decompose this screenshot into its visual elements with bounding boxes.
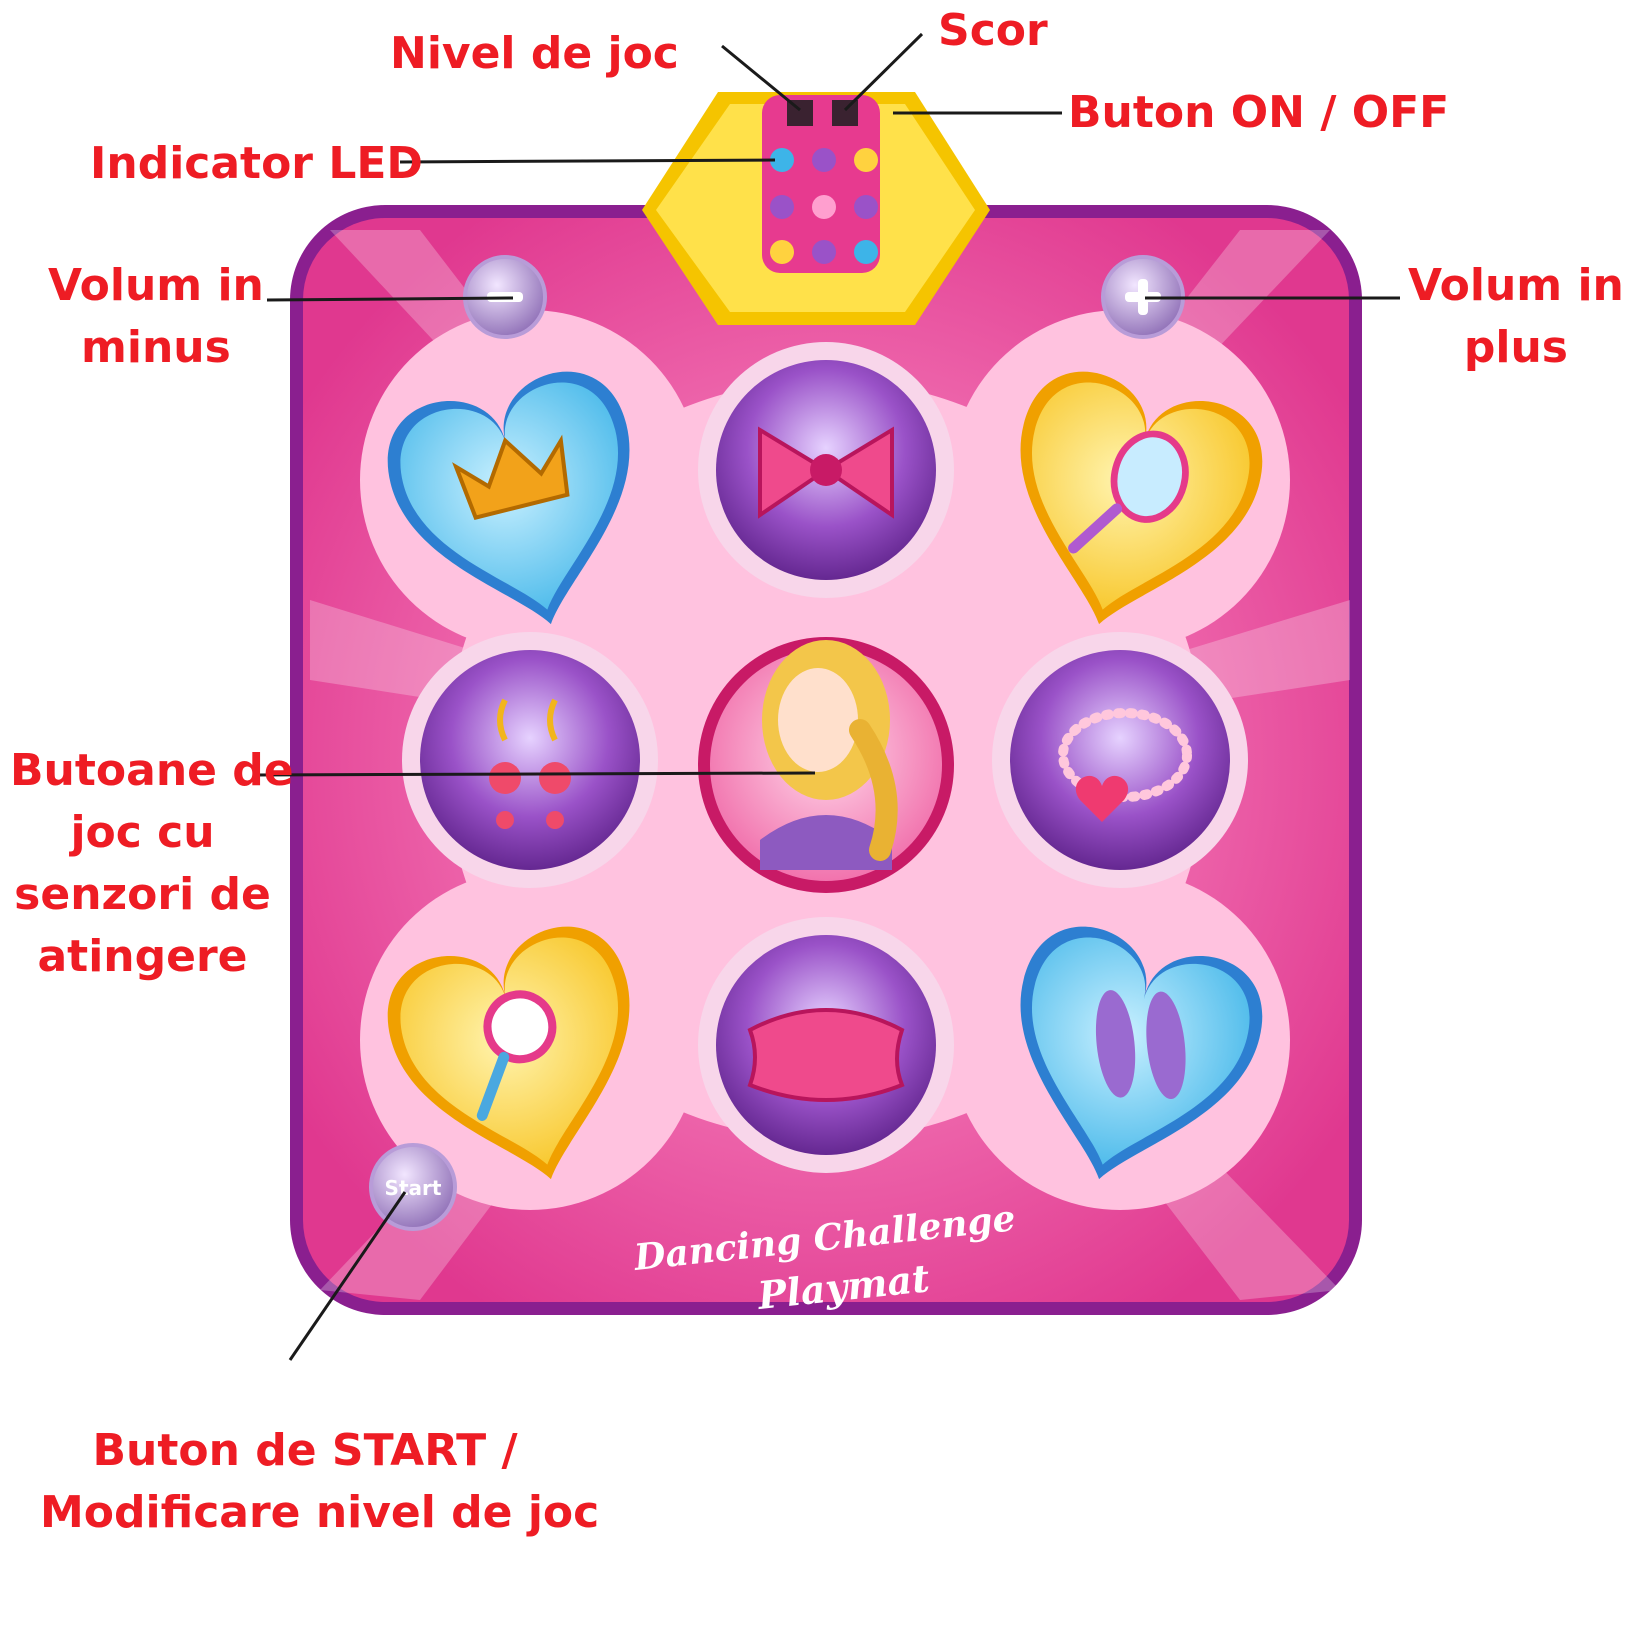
label-power-text: Buton ON / OFF [1068, 87, 1450, 138]
label-led-text: Indicator LED [90, 138, 423, 189]
label-level: Nivel de joc [390, 23, 679, 85]
leader-score [843, 32, 924, 112]
leader-touch [252, 771, 816, 777]
leader-vol-minus [266, 296, 514, 302]
leader-led [399, 158, 776, 164]
label-touch-line3: senzori de [14, 869, 271, 920]
label-power: Buton ON / OFF [1068, 82, 1449, 144]
start-button: Start [369, 1143, 457, 1231]
label-vol-minus-line1: Volum in [48, 260, 264, 311]
pad-necklace [992, 632, 1248, 888]
label-touch-line2: joc cu [70, 807, 215, 858]
label-start: Buton de START / Modificare nivel de joc [40, 1420, 600, 1544]
label-vol-plus-line2: plus [1463, 322, 1568, 373]
pad-crown [374, 358, 669, 654]
pad-shoes [981, 913, 1276, 1209]
label-vol-plus: Volum in plus [1408, 255, 1624, 379]
label-touch-line1: Butoane de [10, 745, 294, 796]
label-start-line2: Modificare nivel de joc [40, 1487, 600, 1538]
led-indicators [770, 148, 878, 264]
pad-pillow [698, 917, 954, 1173]
label-start-line1: Buton de START / [92, 1425, 518, 1476]
label-score-text: Scor [938, 5, 1048, 56]
pad-hand-mirror [374, 913, 669, 1209]
label-level-text: Nivel de joc [390, 28, 679, 79]
pad-bow [698, 342, 954, 598]
label-vol-minus-line2: minus [81, 322, 231, 373]
label-score: Scor [938, 0, 1048, 62]
label-touch: Butoane de joc cu senzori de atingere [10, 740, 294, 988]
pad-earrings [402, 632, 658, 888]
pad-girl [698, 637, 954, 893]
leader-lines [252, 32, 1400, 1361]
label-led: Indicator LED [90, 133, 423, 195]
score-display [832, 100, 858, 126]
label-vol-minus: Volum in minus [48, 255, 264, 379]
label-vol-plus-line1: Volum in [1408, 260, 1624, 311]
label-touch-line4: atingere [37, 931, 248, 982]
leader-level [721, 44, 801, 112]
leader-start [288, 1191, 407, 1361]
pad-mirror [981, 358, 1276, 654]
control-panel-board [762, 95, 880, 273]
start-button-label: Start [385, 1176, 442, 1200]
